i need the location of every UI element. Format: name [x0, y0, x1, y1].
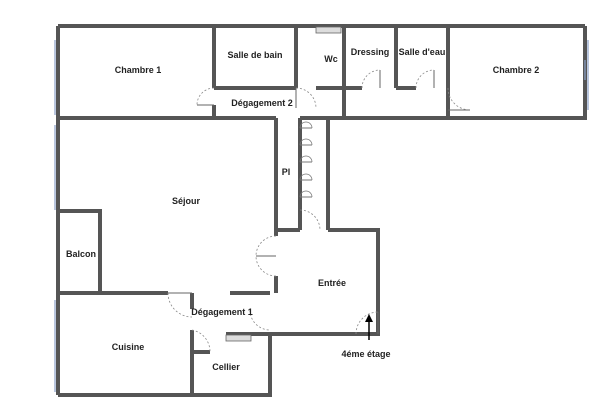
label-salle-de-bain: Salle de bain: [227, 50, 282, 60]
label-degagement-1: Dégagement 1: [191, 307, 253, 317]
label-entrance-floor: 4éme étage: [341, 349, 390, 359]
wc-fixture: [315, 26, 342, 34]
label-chambre-2: Chambre 2: [493, 65, 540, 75]
cellier-fixture: [225, 334, 252, 342]
doors: [167, 69, 471, 353]
label-dressing: Dressing: [351, 47, 390, 57]
entrance-arrow-icon: [365, 314, 373, 340]
label-degagement-2: Dégagement 2: [231, 98, 293, 108]
label-placard: Pl: [282, 167, 291, 177]
label-chambre-1: Chambre 1: [115, 65, 162, 75]
label-sejour: Séjour: [172, 196, 201, 206]
placard-shelves: [299, 121, 313, 198]
interior-walls: [58, 26, 450, 395]
label-balcon: Balcon: [66, 249, 96, 259]
label-wc: Wc: [324, 54, 338, 64]
label-salle-d-eau: Salle d'eau: [399, 47, 446, 57]
label-entree: Entrée: [318, 278, 346, 288]
label-cellier: Cellier: [212, 362, 240, 372]
windows: [54, 40, 589, 392]
outer-walls: [56, 24, 587, 397]
label-cuisine: Cuisine: [112, 342, 145, 352]
